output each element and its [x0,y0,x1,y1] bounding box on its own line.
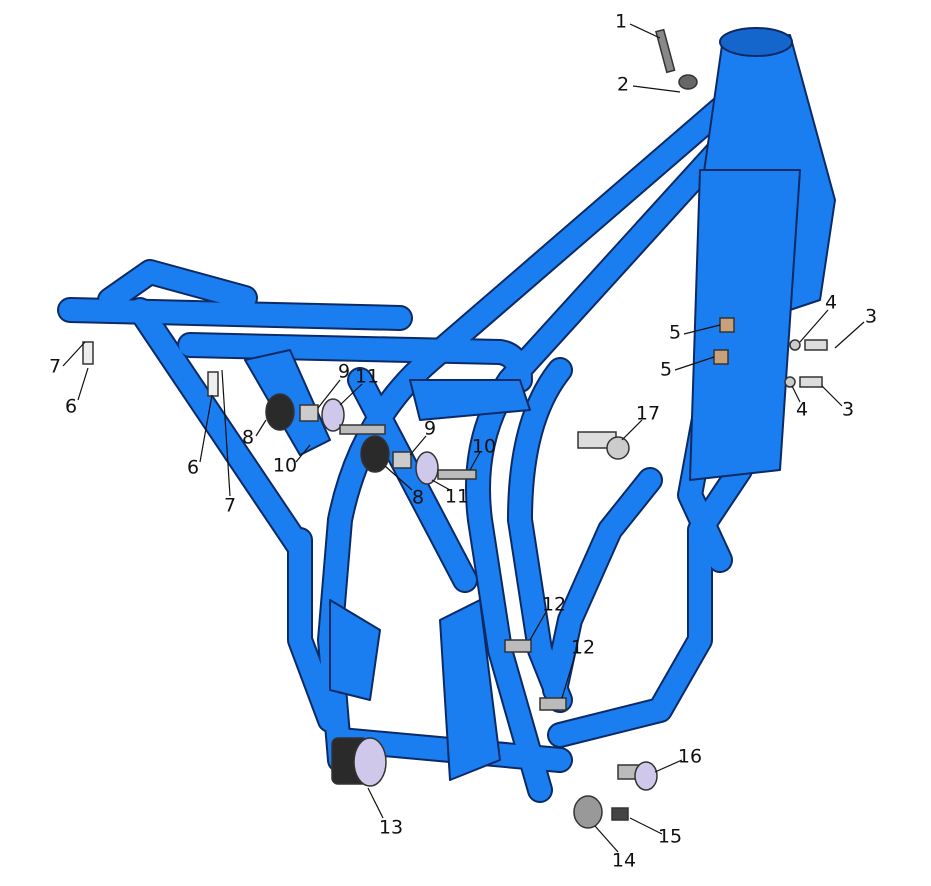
callout-5: 5 [659,358,673,381]
callout-9: 9 [423,417,437,440]
hardware [82,28,828,829]
callout-3: 3 [864,305,878,328]
callout-14: 14 [611,849,637,872]
callout-17: 17 [635,402,661,425]
callout-8: 8 [241,426,255,449]
callout-6: 6 [186,456,200,479]
callout-10: 10 [471,435,497,458]
callout-3: 3 [841,398,855,421]
callout-8: 8 [411,486,425,509]
callout-7: 7 [223,494,237,517]
callout-6: 6 [64,395,78,418]
callout-13: 13 [378,816,404,839]
callout-4: 4 [824,291,838,314]
callout-4: 4 [795,398,809,421]
callout-5: 5 [668,321,682,344]
callout-12: 12 [570,636,596,659]
callout-11: 11 [354,365,380,388]
frame-body [57,27,836,803]
callout-16: 16 [677,745,703,768]
callout-10: 10 [272,454,298,477]
callout-12: 12 [541,593,567,616]
leader-lines [62,23,865,853]
callout-9: 9 [337,360,351,383]
callout-11: 11 [444,485,470,508]
callout-1: 1 [614,10,628,33]
callout-2: 2 [616,73,630,96]
callout-15: 15 [657,825,683,848]
callout-7: 7 [48,355,62,378]
